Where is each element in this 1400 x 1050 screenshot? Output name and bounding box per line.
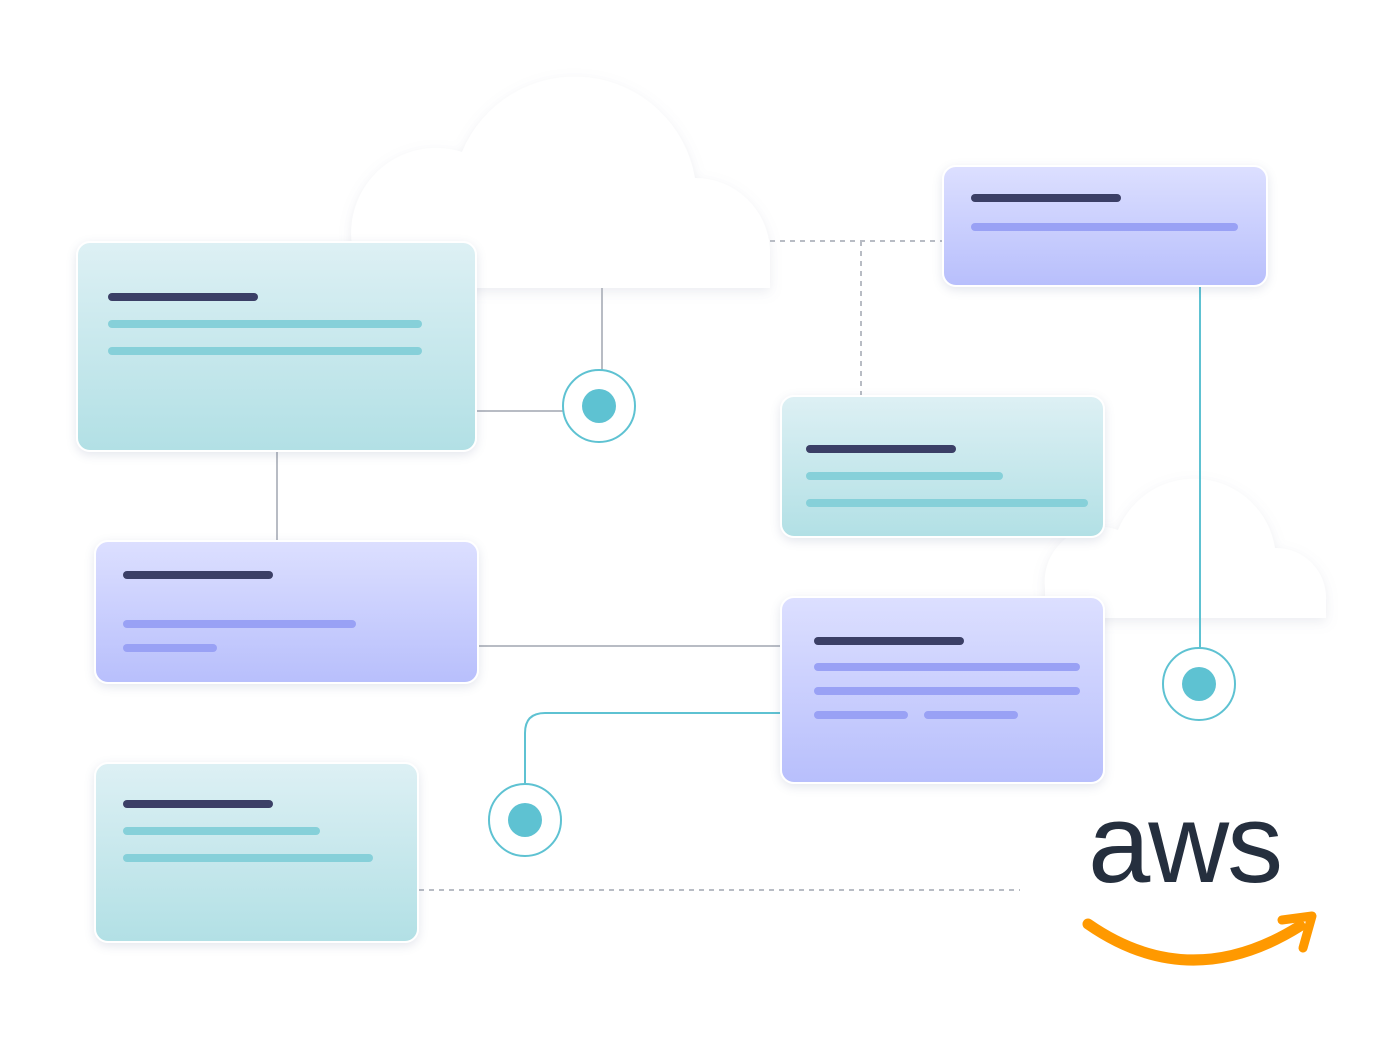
card-text-placeholder bbox=[123, 854, 373, 862]
card-title-placeholder bbox=[123, 800, 273, 808]
card-text-placeholder bbox=[123, 644, 217, 652]
card-text-placeholder bbox=[108, 320, 422, 328]
service-card bbox=[942, 165, 1268, 287]
node-icon bbox=[488, 783, 562, 857]
node-icon bbox=[562, 369, 636, 443]
card-text-placeholder bbox=[806, 472, 1003, 480]
aws-wordmark: aws bbox=[1088, 781, 1283, 906]
service-card bbox=[94, 762, 419, 943]
card-title-placeholder bbox=[971, 194, 1121, 202]
card-title-placeholder bbox=[123, 571, 273, 579]
service-card bbox=[76, 241, 477, 452]
cloud-icon bbox=[351, 76, 770, 289]
card-text-placeholder bbox=[814, 663, 1080, 671]
card-title-placeholder bbox=[108, 293, 258, 301]
card-text-placeholder bbox=[108, 347, 422, 355]
card-text-placeholder bbox=[971, 223, 1238, 231]
service-card bbox=[780, 395, 1105, 538]
card-text-placeholder bbox=[814, 687, 1080, 695]
card-text-placeholder bbox=[123, 827, 320, 835]
card-title-placeholder bbox=[814, 637, 964, 645]
card-text-placeholder bbox=[814, 711, 908, 719]
service-card bbox=[94, 540, 479, 684]
teal-connector bbox=[524, 712, 780, 783]
cloud-icon bbox=[1044, 478, 1327, 618]
node-icon bbox=[1162, 647, 1236, 721]
card-text-placeholder bbox=[123, 620, 356, 628]
card-title-placeholder bbox=[806, 445, 956, 453]
service-card bbox=[780, 596, 1105, 784]
card-text-placeholder bbox=[806, 499, 1088, 507]
card-text-placeholder bbox=[924, 711, 1018, 719]
